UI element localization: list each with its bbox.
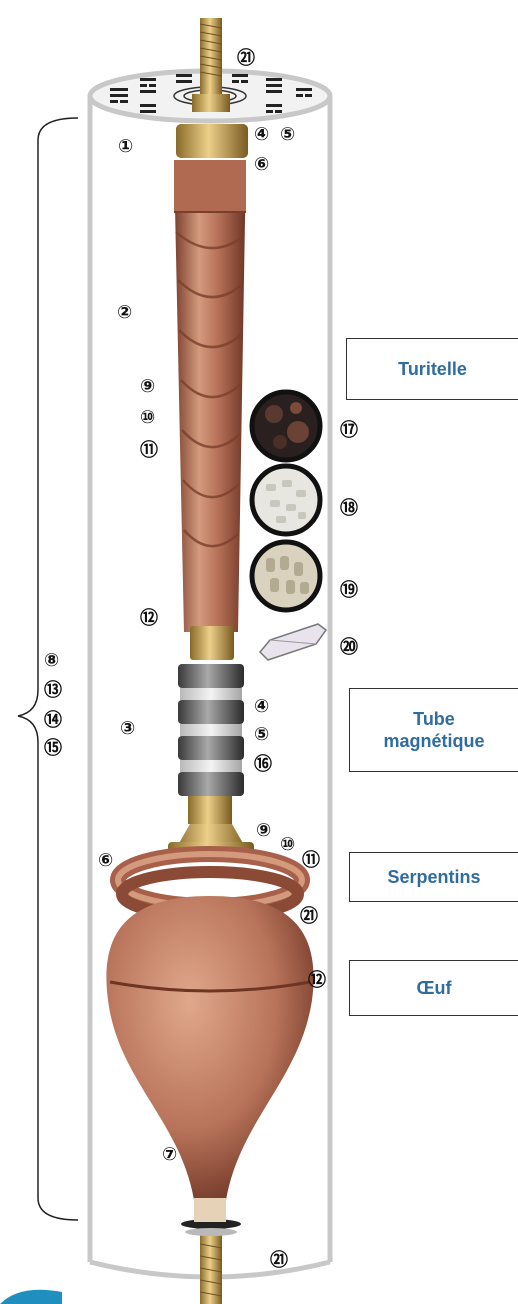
marker-21-mid: ㉑ <box>300 905 318 927</box>
marker-2: ② <box>117 302 132 323</box>
marker-6-top: ⑥ <box>254 154 269 175</box>
label-serpentins: Serpentins <box>349 852 518 902</box>
marker-11-top: ⑪ <box>140 439 158 461</box>
marker-13: ⑬ <box>44 679 62 701</box>
label-oeuf: Œuf <box>349 960 518 1016</box>
marker-21-top: ㉑ <box>237 47 255 69</box>
marker-15: ⑮ <box>44 737 62 759</box>
turitelle-cone <box>174 160 246 632</box>
label-serpentins-text: Serpentins <box>387 866 480 889</box>
marker-4-top: ④ <box>254 124 269 145</box>
marker-18: ⑱ <box>340 497 358 519</box>
marker-20: ⑳ <box>340 636 358 658</box>
marker-9-top: ⑨ <box>140 376 155 397</box>
label-tube-magnetique: Tube magnétique <box>349 688 518 772</box>
marker-5-mid: ⑤ <box>254 724 269 745</box>
logo-fragment <box>0 1290 62 1304</box>
marker-1: ① <box>118 136 133 157</box>
marker-6-mid: ⑥ <box>98 850 113 871</box>
marker-19: ⑲ <box>340 579 358 601</box>
mineral-circle-ceramic-rings <box>252 542 320 610</box>
marker-21-bot: ㉑ <box>270 1249 288 1271</box>
marker-10-top: ⑩ <box>140 407 155 428</box>
marker-14: ⑭ <box>44 709 62 731</box>
marker-16: ⑯ <box>254 753 272 775</box>
mineral-circle-white-pellets <box>252 466 320 534</box>
threaded-rod-bottom <box>181 1219 241 1304</box>
marker-12-mid: ⑫ <box>308 969 326 991</box>
marker-4-mid: ④ <box>254 696 269 717</box>
marker-11-mid: ⑪ <box>302 849 320 871</box>
marker-9-mid: ⑨ <box>256 820 271 841</box>
label-turitelle: Turitelle <box>346 338 518 400</box>
brass-connector-top <box>190 626 234 660</box>
label-tube-line2: magnétique <box>383 730 484 753</box>
marker-5-top: ⑤ <box>280 124 295 145</box>
marker-3: ③ <box>120 718 135 739</box>
label-turitelle-text: Turitelle <box>398 358 467 381</box>
label-oeuf-text: Œuf <box>417 977 452 1000</box>
marker-17: ⑰ <box>340 419 358 441</box>
magnetic-tube <box>178 664 244 796</box>
marker-12-top: ⑫ <box>140 607 158 629</box>
marker-10-mid: ⑩ <box>280 834 295 855</box>
marker-7: ⑦ <box>162 1144 177 1165</box>
threaded-rod-top <box>192 18 230 112</box>
crystal <box>260 624 326 660</box>
brass-collar <box>176 124 248 158</box>
marker-8: ⑧ <box>44 650 59 671</box>
egg <box>106 896 313 1222</box>
mineral-circle-lava <box>252 392 320 460</box>
label-tube-line1: Tube <box>413 708 455 731</box>
